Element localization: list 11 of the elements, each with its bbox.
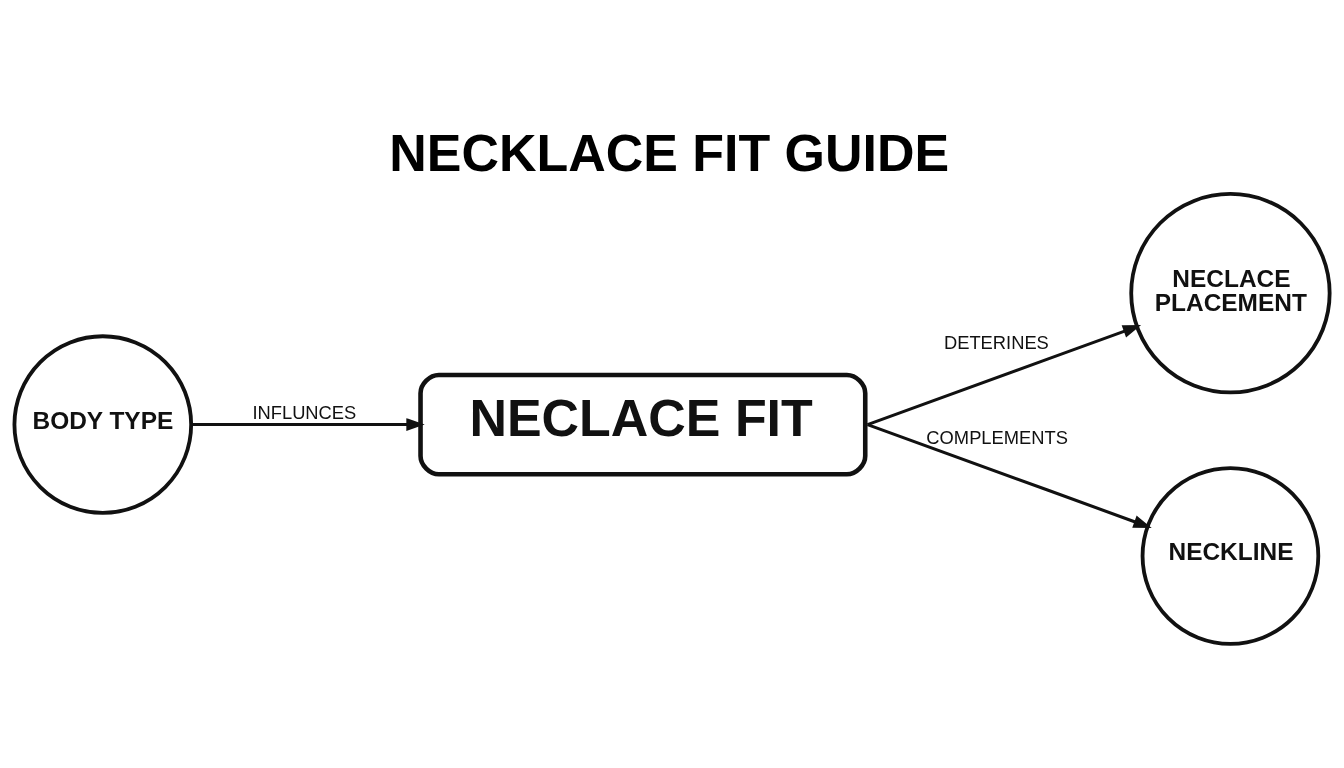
node-circle: NECKLINE <box>1140 465 1321 646</box>
node-box: NECLACE FIT <box>418 372 868 477</box>
node-circle: NECLACE PLACEMENT <box>1129 191 1332 394</box>
arrow <box>867 324 1142 426</box>
edge-label: DETERINES <box>943 331 1049 353</box>
arrow <box>191 417 425 431</box>
edge-label: COMPLEMENTS <box>926 426 1068 448</box>
diagram-title: NECKLACE FIT GUIDE <box>389 123 950 182</box>
arrow <box>867 422 1152 528</box>
node-circle: BODY TYPE <box>12 333 194 515</box>
edge-label: INFLUNCES <box>252 401 357 423</box>
